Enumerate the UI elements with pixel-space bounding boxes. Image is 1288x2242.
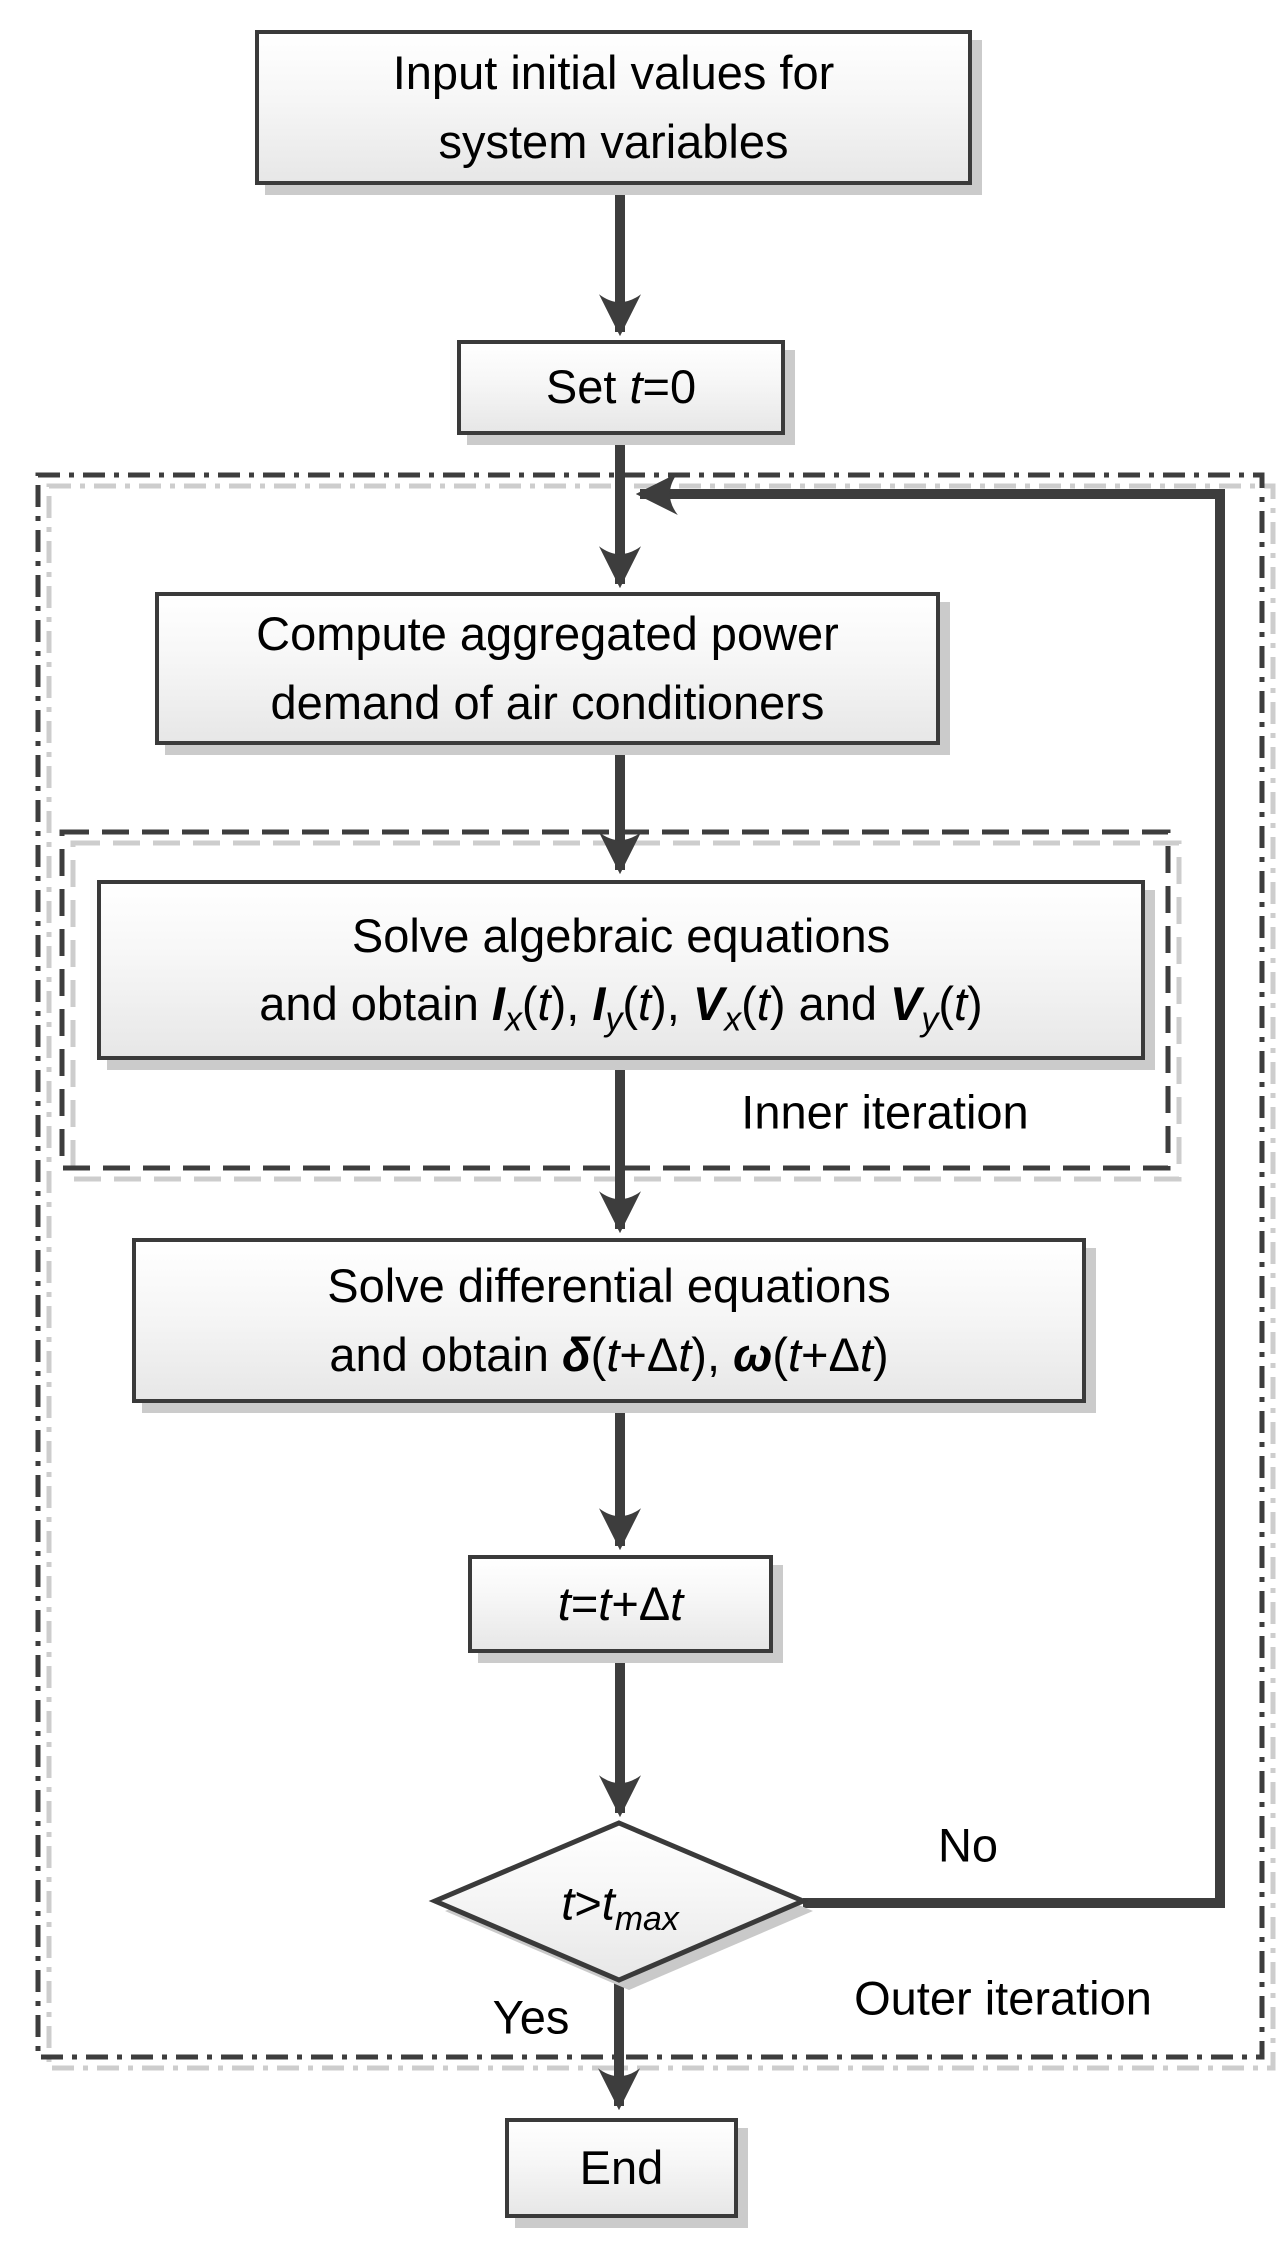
no-feedback-arrow: [635, 473, 1225, 1908]
outer-iteration-box-shadow: [46, 483, 1276, 2071]
node-set-t-zero: Set t=0: [457, 340, 785, 435]
node-set-t-label: Set t=0: [545, 360, 697, 414]
node-end-label: End: [579, 2140, 664, 2194]
decision-condition-label: t>tmax: [561, 1876, 679, 1938]
node-input-initial-values: Input initial values for system variable…: [255, 30, 972, 185]
decision-diamond: [428, 1820, 810, 1983]
node-compute-power-demand: Compute aggregated power demand of air c…: [155, 592, 940, 745]
inner-iteration-label: Inner iteration: [741, 1085, 1029, 1139]
outer-iteration-label: Outer iteration: [854, 1971, 1152, 2025]
node-input-line2: system variables: [438, 114, 789, 168]
node-compute-line1: Compute aggregated power: [256, 607, 839, 661]
node-solve-differential: Solve differential equations and obtain …: [132, 1238, 1086, 1403]
node-time-update-label: t=t+Δt: [557, 1576, 684, 1630]
node-differential-line1: Solve differential equations: [327, 1259, 891, 1313]
node-differential-line2: and obtain δ(t+Δt), ω(t+Δt): [329, 1327, 889, 1381]
node-end: End: [505, 2118, 738, 2218]
no-branch-label: No: [937, 1818, 999, 1872]
yes-branch-label: Yes: [492, 1990, 570, 2044]
node-solve-algebraic: Solve algebraic equations and obtain Ix(…: [97, 880, 1145, 1060]
node-time-update: t=t+Δt: [468, 1555, 773, 1653]
node-compute-line2: demand of air conditioners: [270, 675, 825, 729]
outer-iteration-box: [35, 472, 1265, 2060]
node-input-line1: Input initial values for: [392, 46, 835, 100]
node-algebraic-line2: and obtain Ix(t), Iy(t), Vx(t) and Vy(t): [259, 977, 983, 1039]
node-algebraic-line1: Solve algebraic equations: [351, 908, 891, 962]
